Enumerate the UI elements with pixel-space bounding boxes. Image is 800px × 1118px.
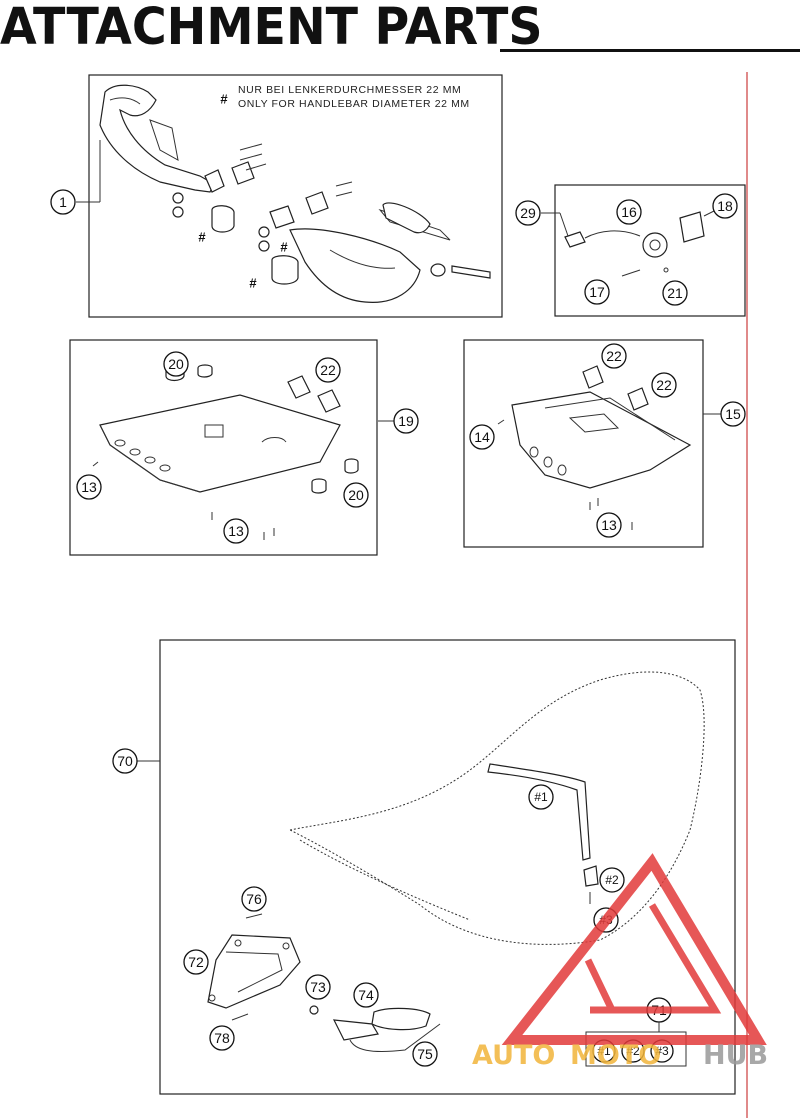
watermark-text-1: AUTO xyxy=(472,1040,555,1071)
svg-text:1: 1 xyxy=(59,194,67,210)
bracket-drawing xyxy=(207,913,441,1053)
svg-text:76: 76 xyxy=(246,891,262,907)
svg-text:16: 16 xyxy=(621,204,637,220)
hash-mark-2: # xyxy=(249,276,257,291)
callout-22-a xyxy=(315,357,341,383)
seat-drawing xyxy=(288,671,705,945)
svg-text:21: 21 xyxy=(667,285,683,301)
handguard-right-drawing xyxy=(258,181,491,303)
svg-text:18: 18 xyxy=(717,198,733,214)
svg-text:74: 74 xyxy=(358,987,374,1003)
watermark-logo: AUTO MOTO HUB xyxy=(472,853,768,1071)
svg-text:72: 72 xyxy=(188,954,204,970)
callout-13-a xyxy=(76,474,102,500)
note-line-de: NUR BEI LENKERDURCHMESSER 22 MM xyxy=(238,84,461,96)
svg-text:19: 19 xyxy=(398,413,414,429)
callout-22-b xyxy=(601,343,627,369)
svg-text:29: 29 xyxy=(520,205,536,221)
svg-text:15: 15 xyxy=(725,406,741,422)
note-line-en: ONLY FOR HANDLEBAR DIAMETER 22 MM xyxy=(238,98,470,110)
callout-20-b xyxy=(343,482,369,508)
svg-text:78: 78 xyxy=(214,1030,230,1046)
svg-text:13: 13 xyxy=(601,517,617,533)
hash-mark-3: # xyxy=(280,240,288,255)
callout-15 xyxy=(720,401,746,427)
watermark-text-2: MOTO xyxy=(570,1040,661,1071)
svg-text:22: 22 xyxy=(320,362,336,378)
page-title: ATTACHMENT PARTS xyxy=(0,0,543,57)
svg-text:20: 20 xyxy=(168,356,184,372)
svg-text:17: 17 xyxy=(589,284,605,300)
switch-drawing xyxy=(564,209,717,277)
svg-text:20: 20 xyxy=(348,487,364,503)
handguard-left-drawing xyxy=(99,84,267,233)
skidplate-flat-drawing xyxy=(92,362,359,540)
svg-text:#1: #1 xyxy=(534,790,548,804)
callout-17 xyxy=(584,279,610,305)
svg-text:14: 14 xyxy=(474,429,490,445)
svg-text:#1: #1 xyxy=(597,1044,611,1058)
note-hash: # xyxy=(220,92,228,107)
skidplate-deep-drawing xyxy=(497,365,692,530)
callout-19 xyxy=(393,408,419,434)
callout-22-c xyxy=(651,372,677,398)
callout-13-c xyxy=(596,512,622,538)
callout-78 xyxy=(209,1025,235,1051)
skidplate-flat-panel xyxy=(69,339,378,556)
callout-70 xyxy=(112,748,138,774)
svg-text:22: 22 xyxy=(656,377,672,393)
kit-71-box xyxy=(585,1031,687,1067)
margin-rule xyxy=(746,72,748,1118)
seat-panel xyxy=(159,639,736,1095)
callout-74 xyxy=(353,982,379,1008)
callout-14 xyxy=(469,424,495,450)
title-underline xyxy=(500,49,800,52)
svg-text:#2: #2 xyxy=(605,873,619,887)
callout-73 xyxy=(305,974,331,1000)
callout-76 xyxy=(241,886,267,912)
skidplate-deep-panel xyxy=(463,339,704,548)
svg-text:13: 13 xyxy=(228,523,244,539)
callout-72 xyxy=(183,949,209,975)
callout-75 xyxy=(412,1041,438,1067)
switch-panel xyxy=(554,184,746,317)
callout-20-a xyxy=(163,351,189,377)
callout-hash-2 xyxy=(599,867,625,893)
svg-text:#3: #3 xyxy=(655,1044,669,1058)
callout-21 xyxy=(662,280,688,306)
svg-text:75: 75 xyxy=(417,1046,433,1062)
hash-mark-1: # xyxy=(198,230,206,245)
svg-text:#2: #2 xyxy=(626,1044,640,1058)
watermark-text-3: HUB xyxy=(703,1040,768,1071)
svg-text:13: 13 xyxy=(81,479,97,495)
callout-16 xyxy=(616,199,642,225)
svg-text:70: 70 xyxy=(117,753,133,769)
callout-13-b xyxy=(223,518,249,544)
callout-29 xyxy=(515,200,541,226)
callout-hash-1 xyxy=(528,784,554,810)
handguard-panel xyxy=(88,74,503,318)
svg-text:73: 73 xyxy=(310,979,326,995)
svg-text:22: 22 xyxy=(606,348,622,364)
callout-18 xyxy=(712,193,738,219)
callout-1 xyxy=(50,189,76,215)
